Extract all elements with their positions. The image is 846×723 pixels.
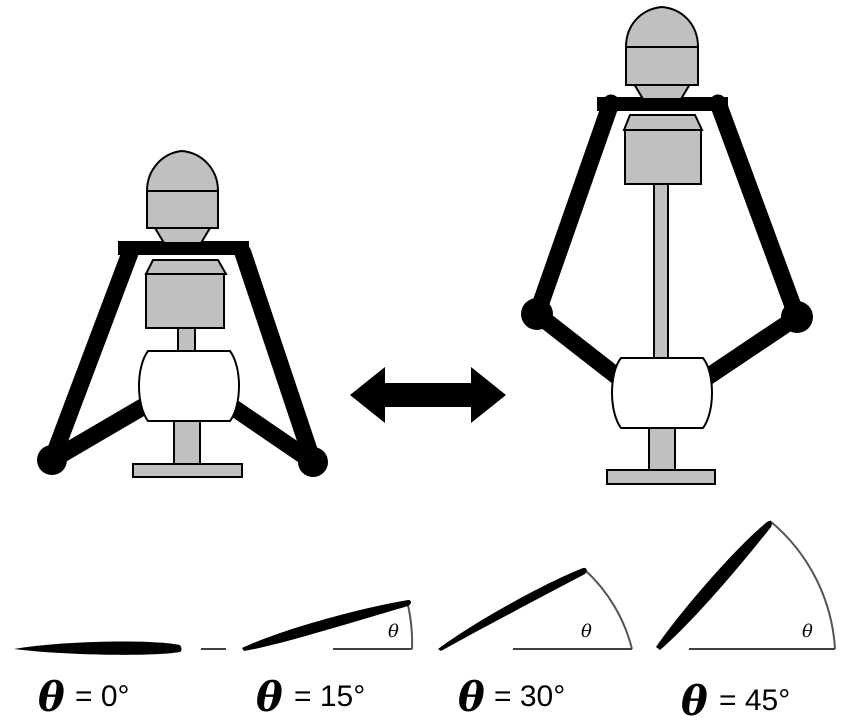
left-outer-link	[528, 94, 620, 323]
head-dome	[145, 149, 220, 192]
left-inner-link	[43, 396, 155, 469]
lower-taper	[622, 114, 704, 131]
right-outer-link	[709, 94, 806, 326]
head-block	[625, 46, 699, 86]
theta-symbol: θ	[38, 674, 65, 721]
blade-icon	[242, 600, 411, 651]
mechanism-compact	[37, 149, 328, 478]
theta-symbol: θ	[681, 678, 708, 723]
base-post	[648, 424, 676, 473]
left-outer-link	[43, 244, 139, 469]
barrel-body	[611, 357, 713, 429]
blade-icon	[438, 567, 587, 651]
right-outer-link	[234, 244, 322, 471]
blade-icon	[14, 641, 182, 655]
angle-small-symbol: θ	[388, 621, 399, 642]
head-collar	[632, 83, 692, 100]
top-bar	[118, 241, 249, 255]
double-headed-arrow-icon	[350, 367, 506, 423]
base-post	[173, 417, 201, 467]
angle-arc	[769, 520, 836, 650]
left-foot-joint	[37, 445, 67, 475]
blade-icon	[656, 520, 772, 650]
angle-equation: = 45°	[719, 684, 790, 717]
base-plate	[606, 469, 716, 485]
left-elbow-joint	[521, 298, 553, 330]
theta-symbol: θ	[458, 674, 485, 721]
head-block	[146, 190, 219, 229]
angle-small-symbol: θ	[581, 621, 592, 642]
angle-panel-15: θ θ = 15°	[242, 600, 414, 721]
head-collar	[153, 227, 212, 244]
left-inner-link	[528, 305, 628, 387]
angle-panel-45: θ θ = 45°	[656, 520, 836, 723]
center-shaft	[653, 182, 669, 362]
right-elbow-joint	[781, 301, 813, 333]
head-dome	[624, 5, 700, 48]
angle-equation: = 15°	[294, 680, 365, 713]
mechanism-extended	[521, 5, 813, 485]
angle-equation: = 30°	[494, 680, 565, 713]
angle-equation: = 0°	[75, 680, 130, 713]
angle-arc	[584, 569, 633, 650]
base-plate	[132, 463, 243, 478]
right-inner-link	[697, 308, 806, 387]
angle-panel-30: θ θ = 30°	[438, 567, 633, 721]
lower-block	[145, 273, 225, 329]
angle-arc	[406, 600, 414, 650]
barrel-body	[138, 350, 240, 422]
right-inner-link	[222, 397, 322, 471]
angle-small-symbol: θ	[802, 621, 813, 642]
theta-symbol: θ	[256, 674, 283, 721]
right-foot-joint	[298, 447, 328, 477]
lower-block	[624, 129, 702, 185]
lower-taper	[144, 259, 228, 275]
top-bar	[597, 97, 728, 111]
angle-panel-0: θ = 0°	[14, 641, 226, 721]
